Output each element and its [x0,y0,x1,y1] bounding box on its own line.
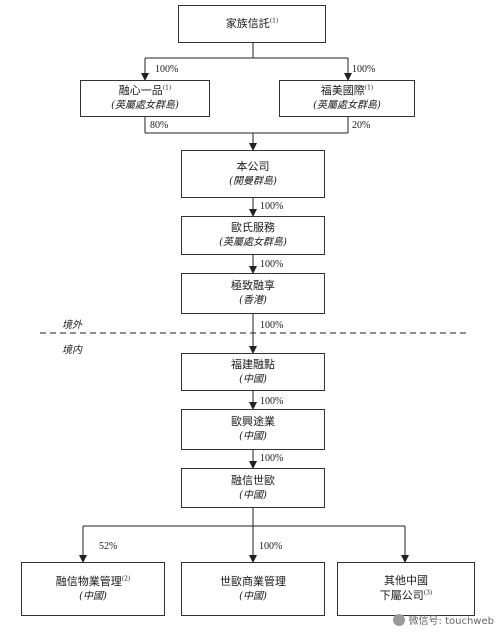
fujian-name: 福建融點 [231,357,275,371]
fujian-box: 福建融點 (中國) [181,353,325,391]
others-name-line1: 其他中國 [384,574,428,588]
family-trust-note: (1) [269,16,279,24]
jizhi-box: 極致融享 (香港) [181,273,325,314]
rongxin-shiou-box: 融信世歐 (中國) [181,468,325,508]
family-trust-name: 家族信託 [225,16,270,30]
ouxing-box: 歐興途業 (中國) [181,409,325,450]
commercial-mgmt-name: 世歐商業管理 [220,574,286,588]
property-mgmt-note: (2) [121,575,131,583]
pct-ouxing-rongxin: 100% [260,453,284,464]
pct-trust-fumei: 100% [352,64,376,75]
oushi-jurisdiction: (英屬處女群島) [219,237,287,249]
ouxing-jurisdiction: (中國) [239,431,267,443]
watermark-text: 微信号: touchweb [408,616,494,627]
commercial-mgmt-box: 世歐商業管理 (中國) [181,562,325,616]
rongxin-shiou-name: 融信世歐 [231,473,275,487]
offshore-label: 境外 [62,320,82,331]
fumei-note: (1) [364,84,374,92]
jizhi-jurisdiction: (香港) [239,295,267,307]
pct-company-oushi: 100% [260,201,284,212]
property-mgmt-box: 融信物業管理(2) (中國) [21,562,165,616]
pct-oushi-jizhi: 100% [260,259,284,270]
company-jurisdiction: (開曼群島) [229,175,277,187]
ronxin-box: 融心一品(1) (英屬處女群島) [80,80,210,117]
others-note: (3) [423,589,433,597]
wechat-icon [392,613,405,626]
rongxin-shiou-jurisdiction: (中國) [239,489,267,501]
onshore-label: 境内 [62,345,82,356]
fumei-box: 福美國際(1) (英屬處女群島) [279,80,415,117]
property-mgmt-jurisdiction: (中國) [79,590,107,602]
others-box: 其他中國 下屬公司(3) [337,562,475,616]
ronxin-note: (1) [162,84,172,92]
fumei-name: 福美國際 [320,84,365,98]
others-name-line2: 下屬公司 [379,589,424,602]
ouxing-name: 歐興途業 [231,415,275,429]
fumei-jurisdiction: (英屬處女群島) [313,100,381,112]
company-box: 本公司 (開曼群島) [181,150,325,198]
ronxin-jurisdiction: (英屬處女群島) [111,100,179,112]
property-mgmt-name: 融信物業管理 [55,574,122,588]
pct-fumei-company: 20% [352,120,371,131]
fujian-jurisdiction: (中國) [239,373,267,385]
pct-trust-ronxin: 100% [155,64,179,75]
pct-rongxin-property: 52% [99,541,118,552]
oushi-name: 歐氏服務 [231,221,275,235]
commercial-mgmt-jurisdiction: (中國) [239,590,267,602]
family-trust-box: 家族信託(1) [178,5,326,43]
pct-jizhi-fujian: 100% [260,320,284,331]
company-name: 本公司 [236,159,270,173]
watermark: 微信号: touchweb [392,612,494,627]
jizhi-name: 極致融享 [231,279,275,293]
oushi-box: 歐氏服務 (英屬處女群島) [181,216,325,255]
pct-fujian-ouxing: 100% [260,396,284,407]
ronxin-name: 融心一品 [118,84,163,98]
pct-ronxin-company: 80% [150,120,169,131]
pct-rongxin-commercial: 100% [259,541,283,552]
